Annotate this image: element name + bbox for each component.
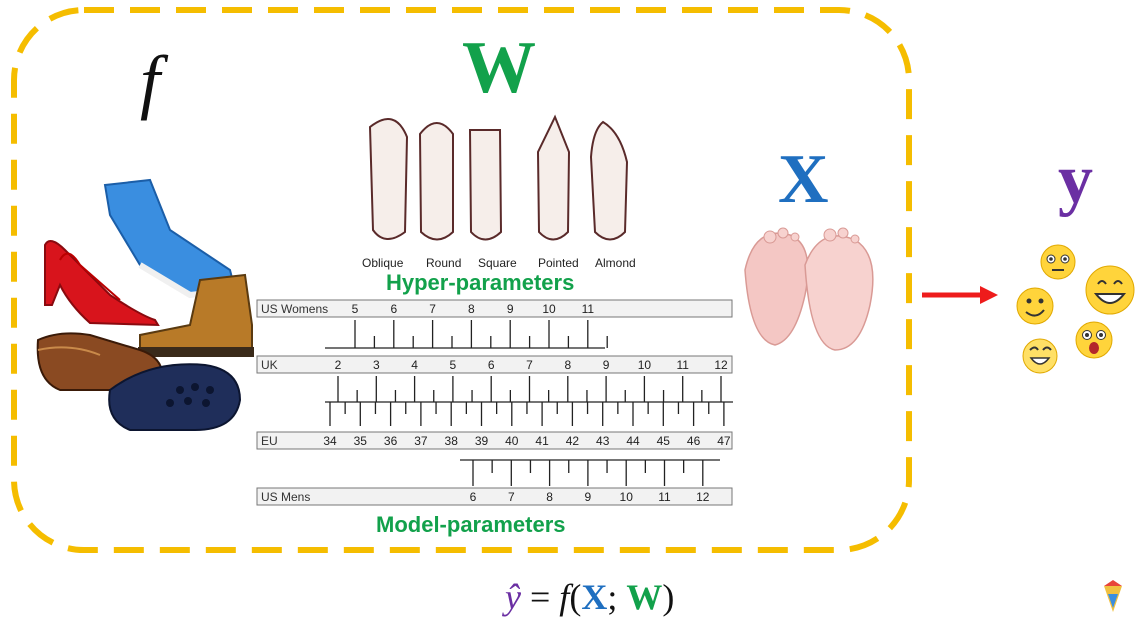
formula-separator: ; <box>607 577 627 617</box>
baby-feet-icon <box>744 227 874 351</box>
output-label-y: y <box>1058 141 1093 218</box>
eu-tick-label: 41 <box>535 434 549 448</box>
us-mens-tick-label: 6 <box>470 490 477 504</box>
us-womens-tick-label: 11 <box>582 302 595 316</box>
formula-f: f <box>559 577 570 617</box>
eu-tick-label: 40 <box>505 434 519 448</box>
astonished-emoji-icon <box>1075 321 1113 359</box>
us-mens-tick-label: 10 <box>620 490 634 504</box>
laughing-emoji-icon <box>1022 338 1058 374</box>
eu-band <box>256 431 733 450</box>
formula-W: W <box>626 577 663 617</box>
us-mens-band <box>256 487 733 506</box>
formula-yhat: ŷ <box>505 577 521 617</box>
us-womens-tick-label: 5 <box>352 302 359 316</box>
us-mens-tick-label: 7 <box>508 490 515 504</box>
eu-tick-label: 46 <box>687 434 701 448</box>
clog-icon <box>108 363 242 431</box>
formula-open-paren: ( <box>569 577 582 617</box>
uk-tick-label: 4 <box>411 358 418 372</box>
model-formula: ŷ = f(X; W) <box>505 576 674 618</box>
eu-tick-label: 38 <box>445 434 459 448</box>
formula-X: X <box>581 577 608 617</box>
us-mens-tick-label: 12 <box>696 490 710 504</box>
eu-tick-label: 35 <box>354 434 368 448</box>
eu-tick-label: 34 <box>323 434 337 448</box>
uk-tick-label: 9 <box>603 358 610 372</box>
scale-name-uk: UK <box>261 358 278 372</box>
toe-label-pointed: Pointed <box>538 256 579 270</box>
uk-tick-label: 12 <box>714 358 728 372</box>
logo-icon <box>1104 580 1122 612</box>
uk-tick-label: 7 <box>526 358 533 372</box>
uk-tick-label: 11 <box>676 358 689 372</box>
toe-label-round: Round <box>426 256 462 270</box>
eu-tick-label: 36 <box>384 434 398 448</box>
toe-label-almond: Almond <box>595 256 636 270</box>
uk-tick-label: 2 <box>335 358 342 372</box>
formula-close-paren: ) <box>662 577 675 617</box>
toe-label-oblique: Oblique <box>362 256 404 270</box>
us-mens-tick-label: 8 <box>546 490 553 504</box>
eu-tick-label: 44 <box>626 434 640 448</box>
formula-equals: = <box>520 577 560 617</box>
us-womens-tick-label: 8 <box>468 302 475 316</box>
input-label-X: X <box>778 141 829 218</box>
eu-tick-label: 47 <box>717 434 731 448</box>
oblique-toe-icon <box>368 118 409 240</box>
shoes-illustration <box>36 178 254 431</box>
output-arrow-icon <box>922 286 998 304</box>
us-womens-tick-label: 6 <box>390 302 397 316</box>
uk-tick-label: 8 <box>564 358 571 372</box>
us-womens-tick-label: 9 <box>507 302 514 316</box>
eu-tick-label: 39 <box>475 434 489 448</box>
weights-label-W: W <box>462 27 536 109</box>
round-toe-icon <box>418 122 454 241</box>
hyper-parameters-title: Hyper-parameters <box>386 270 575 295</box>
boot-icon <box>138 273 254 357</box>
scale-name-us-womens: US Womens <box>261 302 328 316</box>
eu-tick-label: 37 <box>414 434 428 448</box>
uk-tick-label: 5 <box>450 358 457 372</box>
grinning-emoji-icon <box>1085 265 1135 315</box>
us-womens-band <box>256 299 733 318</box>
eu-tick-label: 43 <box>596 434 610 448</box>
toe-label-square: Square <box>478 256 517 270</box>
scale-name-eu: EU <box>261 434 278 448</box>
eu-tick-label: 45 <box>657 434 671 448</box>
uk-tick-label: 3 <box>373 358 380 372</box>
almond-toe-icon <box>589 120 629 241</box>
function-label-f: f <box>140 41 161 121</box>
uk-tick-label: 6 <box>488 358 495 372</box>
us-mens-tick-label: 11 <box>658 490 671 504</box>
pointed-toe-icon <box>536 114 571 241</box>
us-womens-tick-label: 7 <box>429 302 436 316</box>
us-mens-tick-label: 9 <box>585 490 592 504</box>
oxford-shoe-icon <box>36 332 164 391</box>
model-parameters-title: Model-parameters <box>376 512 566 537</box>
scale-name-us-mens: US Mens <box>261 490 310 504</box>
us-womens-tick-label: 10 <box>542 302 556 316</box>
eu-tick-label: 42 <box>566 434 580 448</box>
uk-band <box>256 355 733 374</box>
flushed-emoji-icon <box>1040 244 1076 280</box>
winking-emoji-icon <box>1016 287 1054 325</box>
emoji-cluster <box>1016 244 1135 374</box>
square-toe-icon <box>468 129 503 241</box>
toe-shapes-illustration <box>368 114 629 241</box>
high-heel-icon <box>44 240 160 327</box>
uk-tick-label: 10 <box>638 358 652 372</box>
